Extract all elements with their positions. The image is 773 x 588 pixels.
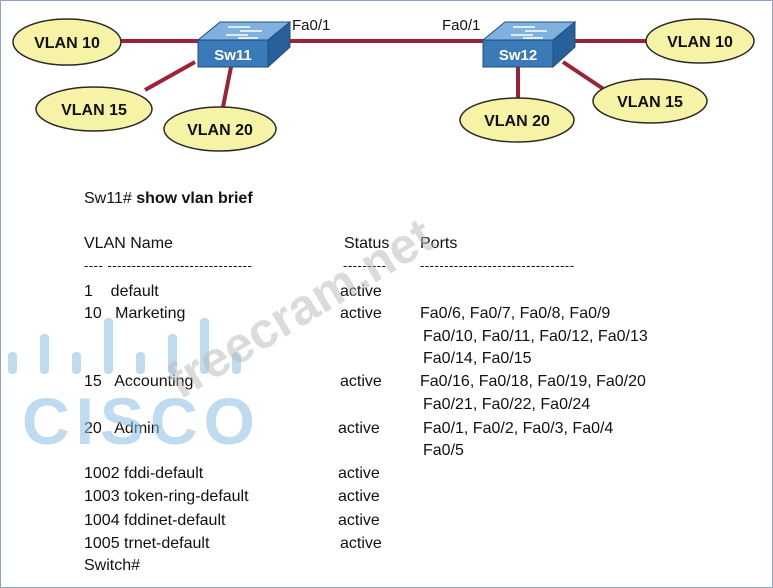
vlan-bubble: VLAN 10 bbox=[645, 18, 755, 64]
cli-prompt: Sw11# bbox=[84, 190, 132, 207]
vlan-label: VLAN 20 bbox=[187, 122, 253, 139]
switch-label: Sw12 bbox=[499, 47, 537, 64]
port-label: Fa0/1 bbox=[442, 17, 480, 34]
header-vlan-name: VLAN Name bbox=[84, 235, 173, 252]
vlan-row-ports: Fa0/5 bbox=[423, 442, 464, 459]
vlan-row-status: active bbox=[338, 512, 380, 529]
vlan-label: VLAN 10 bbox=[34, 35, 100, 52]
port-label: Fa0/1 bbox=[292, 17, 330, 34]
separator-status: --------- bbox=[343, 258, 387, 273]
link-sw12-vlan15 bbox=[561, 60, 610, 94]
separator-name: ---- ------------------------------ bbox=[84, 258, 253, 273]
vlan-row-status: active bbox=[340, 535, 382, 552]
vlan-label: VLAN 20 bbox=[484, 113, 550, 130]
header-ports: Ports bbox=[420, 235, 458, 252]
link-sw11-vlan20 bbox=[220, 61, 234, 113]
vlan-row-name: 15 Accounting bbox=[84, 373, 194, 390]
switch-front bbox=[482, 39, 554, 68]
vlan-row-status: active bbox=[340, 305, 382, 322]
switch-arrows-icon bbox=[226, 26, 262, 39]
vlan-row-status: active bbox=[340, 283, 382, 300]
vlan-label: VLAN 10 bbox=[667, 34, 733, 51]
vlan-row-name: 1 default bbox=[84, 283, 159, 300]
header-status: Status bbox=[344, 235, 390, 252]
vlan-row-name: 1003 token-ring-default bbox=[84, 488, 249, 505]
vlan-row-ports: Fa0/16, Fa0/18, Fa0/19, Fa0/20 bbox=[420, 373, 646, 390]
vlan-row-status: active bbox=[340, 373, 382, 390]
vlan-row-status: active bbox=[338, 420, 380, 437]
link-sw11-vlan15 bbox=[144, 60, 196, 92]
vlan-bubble: VLAN 10 bbox=[12, 18, 122, 66]
vlan-row-ports: Fa0/6, Fa0/7, Fa0/8, Fa0/9 bbox=[420, 305, 611, 322]
vlan-bubble: VLAN 20 bbox=[163, 106, 277, 152]
switch-label: Sw11 bbox=[214, 47, 252, 64]
vlan-row-status: active bbox=[338, 465, 380, 482]
vlan-row-status: active bbox=[338, 488, 380, 505]
vlan-row-name: 1002 fddi-default bbox=[84, 465, 204, 482]
cli-command-line: Sw11# show vlan brief bbox=[84, 191, 253, 207]
separator-ports: -------------------------------- bbox=[420, 258, 575, 273]
vlan-row-name: 10 Marketing bbox=[84, 305, 186, 322]
vlan-bubble: VLAN 15 bbox=[35, 86, 153, 132]
switch-front bbox=[197, 39, 269, 68]
vlan-label: VLAN 15 bbox=[61, 102, 127, 119]
vlan-row-ports: Fa0/10, Fa0/11, Fa0/12, Fa0/13 bbox=[423, 328, 648, 345]
vlan-row-name: 1005 trnet-default bbox=[84, 535, 210, 552]
vlan-row-name: 20 Admin bbox=[84, 420, 160, 437]
cli-command: show vlan brief bbox=[136, 190, 253, 207]
vlan-bubble: VLAN 20 bbox=[459, 97, 575, 143]
vlan-bubble: VLAN 15 bbox=[592, 78, 708, 124]
vlan-label: VLAN 15 bbox=[617, 94, 683, 111]
vlan-row-ports: Fa0/14, Fa0/15 bbox=[423, 350, 532, 367]
switch-sw11: Sw11 Fa0/1 bbox=[196, 17, 330, 69]
switch-arrows-icon bbox=[511, 26, 547, 39]
cli-end-prompt: Switch# bbox=[84, 557, 141, 574]
vlan-row-ports: Fa0/1, Fa0/2, Fa0/3, Fa0/4 bbox=[423, 420, 614, 437]
vlan-row-name: 1004 fddinet-default bbox=[84, 512, 226, 529]
switch-sw12: Sw12 Fa0/1 bbox=[442, 17, 577, 69]
links bbox=[120, 39, 648, 113]
vlan-row-ports: Fa0/21, Fa0/22, Fa0/24 bbox=[423, 396, 591, 413]
